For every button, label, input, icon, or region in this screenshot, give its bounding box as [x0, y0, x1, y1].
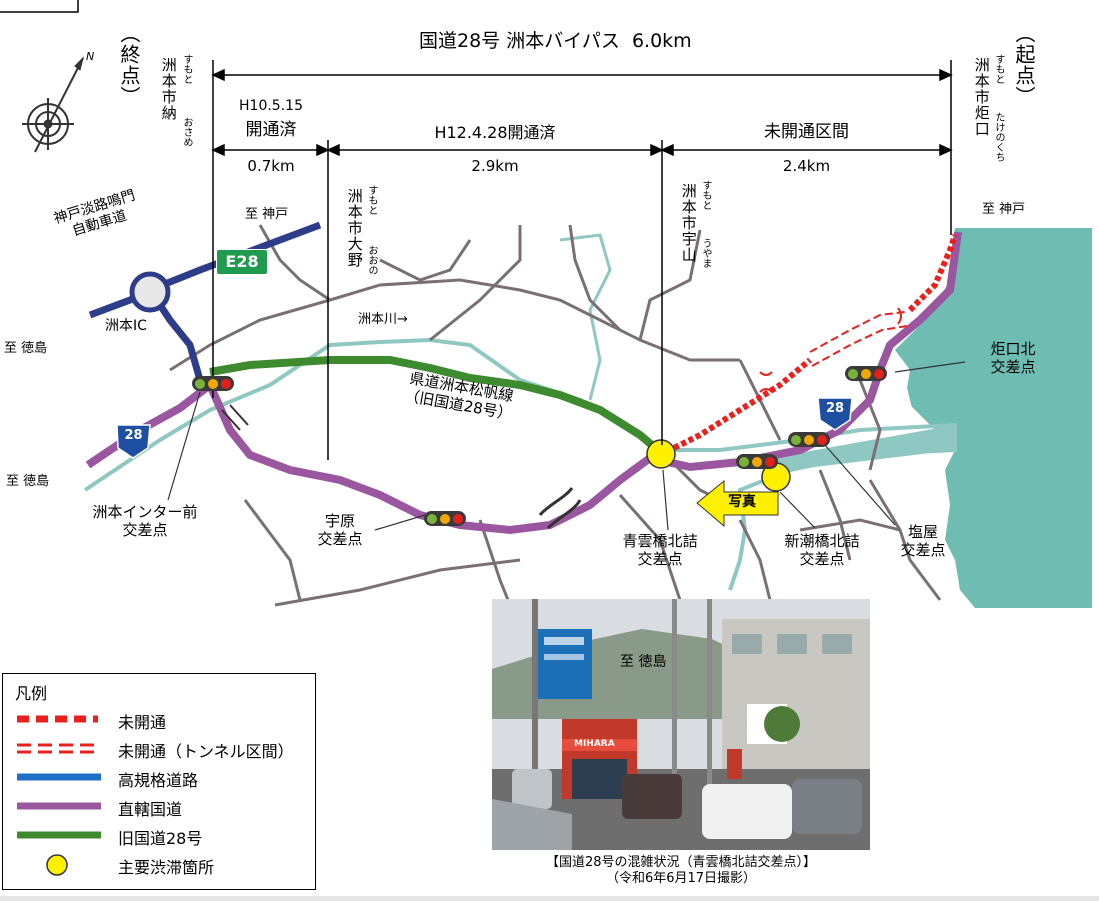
- signal-icon: [192, 376, 234, 391]
- section-2-length: 2.9km: [471, 157, 519, 175]
- sea-area: [895, 228, 1092, 608]
- route-shield-east: [817, 397, 853, 431]
- photo-sign-text: 至 徳島: [620, 654, 667, 670]
- start-ruby-1: すもと: [993, 54, 1004, 84]
- to-kobe-east: 至 神戸: [982, 202, 1026, 217]
- river-tributary: [559, 233, 612, 401]
- compass-north: N: [86, 50, 95, 63]
- bottom-strip: [0, 896, 1099, 901]
- to-tokushima-2: 至 徳島: [6, 474, 50, 489]
- section-1-length: 0.7km: [247, 157, 295, 175]
- to-tokushima-1: 至 徳島: [4, 341, 48, 356]
- route-shield-west-number: 28: [124, 428, 143, 443]
- interchange-front-label: 洲本インター前 交差点: [92, 503, 198, 539]
- end-point-label: （終点）: [117, 23, 141, 107]
- section-2-status: H12.4.28開通済: [434, 123, 556, 142]
- harbor-channel: [760, 425, 955, 470]
- bridge-mark: [538, 487, 582, 530]
- legend-item-old-route: 旧国道28号: [17, 829, 203, 848]
- old-route-28: [209, 356, 663, 456]
- expressway-code-badge: E28: [216, 249, 268, 275]
- uhara-label: 宇原 交差点: [317, 512, 363, 548]
- river-label: 洲本川→: [358, 312, 408, 327]
- uyama-place: 洲本市宇山: [679, 183, 698, 263]
- ic-circle: [129, 271, 171, 313]
- ono-ruby-2: おおの: [366, 245, 377, 275]
- uyama-ruby-2: うやま: [700, 238, 711, 268]
- legend-title: 凡例: [15, 684, 48, 703]
- end-ruby-2: おさめ: [181, 117, 192, 147]
- start-place: 洲本市炬口: [972, 57, 991, 137]
- uyama-ruby-1: すもと: [700, 180, 711, 210]
- ic-label: 洲本IC: [105, 318, 147, 334]
- section-3-length: 2.4km: [782, 157, 831, 175]
- end-place: 洲本市納: [159, 57, 178, 121]
- section-1-date: H10.5.15: [239, 98, 303, 114]
- legend-item-congestion: 主要渋滞箇所: [3, 852, 313, 877]
- traffic-photo: 至 徳島 MIHARA: [492, 599, 870, 850]
- ono-place: 洲本市大野: [345, 188, 364, 268]
- legend-item-tunnel: 未開通（トンネル区間）: [17, 742, 294, 761]
- unopened-tunnel-section: [809, 311, 906, 353]
- congestion-seiunbashi: [646, 439, 676, 469]
- signal-icon: [845, 366, 887, 381]
- shinchobashi-label: 新潮橋北詰 交差点: [784, 532, 860, 568]
- section-1-status: 開通済: [245, 120, 297, 140]
- route-title: 国道28号 洲本バイパス 6.0km: [419, 30, 692, 52]
- compass: [22, 56, 84, 153]
- legend: 凡例 未開通 未開通（トンネル区間） 高規格道路 直轄国道 旧国道28号 主要渋…: [2, 673, 316, 890]
- photo-arrow-label: 写真: [728, 494, 756, 510]
- start-point-label: （起点）: [1012, 23, 1036, 107]
- legend-item-unopened: 未開通: [17, 713, 167, 732]
- ono-ruby-1: すもと: [366, 185, 377, 215]
- expressway-e28: [88, 221, 322, 319]
- end-ruby-1: すもと: [181, 54, 192, 84]
- photo-caption: 【国道28号の混雑状況（青雲橋北詰交差点）】 （令和6年6月17日撮影）: [545, 855, 817, 886]
- seiunbashi-label: 青雲橋北詰 交差点: [622, 532, 698, 568]
- start-ruby-2: たけのくち: [993, 112, 1004, 162]
- signal-icon: [424, 511, 466, 526]
- photo-truck-text: MIHARA: [574, 739, 615, 749]
- unopened-north: [907, 234, 958, 313]
- signal-icon: [788, 432, 830, 447]
- takenokuchi-label: 炬口北 交差点: [990, 340, 1036, 376]
- shioya-label: 塩屋 交差点: [900, 523, 946, 559]
- route-shield-west: [116, 424, 151, 459]
- photo-arrow: [696, 479, 779, 528]
- legend-item-national-route: 直轄国道: [17, 800, 183, 819]
- unopened-section: [658, 357, 812, 458]
- legend-item-expressway: 高規格道路: [17, 771, 199, 790]
- signal-icon: [736, 454, 778, 469]
- route-shield-east-number: 28: [825, 401, 845, 416]
- section-3-status: 未開通区間: [764, 122, 849, 142]
- to-kobe-west: 至 神戸: [245, 207, 289, 222]
